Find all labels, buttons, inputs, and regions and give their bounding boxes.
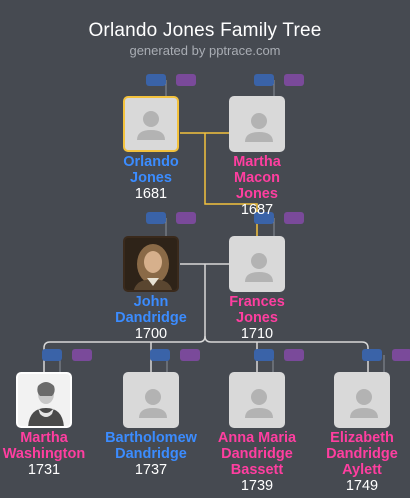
placeholder-icon [139,389,167,418]
placeholder-icon [137,111,165,140]
person-photo[interactable] [229,96,285,152]
expand-ancestors-toggle[interactable] [176,74,196,86]
expand-ancestors-toggle[interactable] [284,349,304,361]
birth-year: 1739 [240,478,274,494]
expand-ancestors-toggle[interactable] [254,74,274,86]
portrait-icon [125,238,177,290]
birth-year: 1710 [240,326,274,342]
person-name[interactable]: Martha Macon Jones [233,154,281,202]
child-link-elizabeth [204,335,369,372]
expand-ancestors-toggle[interactable] [362,349,382,361]
expand-ancestors-toggle[interactable] [146,212,166,224]
birth-year: 1731 [27,462,61,478]
placeholder-icon [245,113,273,142]
person-john-dandridge[interactable]: John Dandridge 1700 [91,236,211,342]
expand-ancestors-toggle[interactable] [254,212,274,224]
placeholder-icon [245,389,273,418]
birth-year: 1681 [134,186,168,202]
person-name[interactable]: John Dandridge [115,294,187,326]
birth-year: 1687 [240,202,274,218]
expand-ancestors-toggle[interactable] [146,74,166,86]
placeholder-icon [350,389,378,418]
person-photo[interactable] [16,372,72,428]
person-orlando-jones[interactable]: Orlando Jones 1681 [91,96,211,202]
person-name[interactable]: Anna Maria Dandridge Bassett [217,430,297,478]
expand-ancestors-toggle[interactable] [150,349,170,361]
expand-ancestors-toggle[interactable] [392,349,410,361]
expand-ancestors-toggle[interactable] [180,349,200,361]
person-name[interactable]: Bartholomew Dandridge [105,430,197,462]
person-photo[interactable] [123,372,179,428]
portrait-icon [18,374,70,426]
birth-year: 1737 [134,462,168,478]
expand-ancestors-toggle[interactable] [254,349,274,361]
expand-ancestors-toggle[interactable] [42,349,62,361]
person-name[interactable]: Martha Washington [2,430,86,462]
expand-ancestors-toggle[interactable] [72,349,92,361]
person-photo[interactable] [123,236,179,292]
page-title: Orlando Jones Family Tree [88,20,322,41]
person-name[interactable]: Frances Jones [229,294,285,326]
child-link-martha [43,335,206,372]
placeholder-icon [245,253,273,282]
page-subtitle: generated by pptrace.com [129,43,281,58]
person-anna-maria-dandridge-bassett[interactable]: Anna Maria Dandridge Bassett 1739 [197,372,317,494]
expand-ancestors-toggle[interactable] [284,212,304,224]
expand-ancestors-toggle[interactable] [176,212,196,224]
person-photo[interactable] [334,372,390,428]
person-photo[interactable] [229,236,285,292]
birth-year: 1749 [345,478,379,494]
person-bartholomew-dandridge[interactable]: Bartholomew Dandridge 1737 [91,372,211,478]
person-martha-washington[interactable]: Martha Washington 1731 [0,372,104,478]
person-photo[interactable] [123,96,179,152]
birth-year: 1700 [134,326,168,342]
person-photo[interactable] [229,372,285,428]
person-name[interactable]: Elizabeth Dandridge Aylett [326,430,398,478]
expand-ancestors-toggle[interactable] [284,74,304,86]
person-frances-jones[interactable]: Frances Jones 1710 [197,236,317,342]
person-elizabeth-dandridge-aylett[interactable]: Elizabeth Dandridge Aylett 1749 [302,372,410,494]
person-name[interactable]: Orlando Jones [123,154,179,186]
person-martha-macon-jones[interactable]: Martha Macon Jones 1687 [197,96,317,218]
